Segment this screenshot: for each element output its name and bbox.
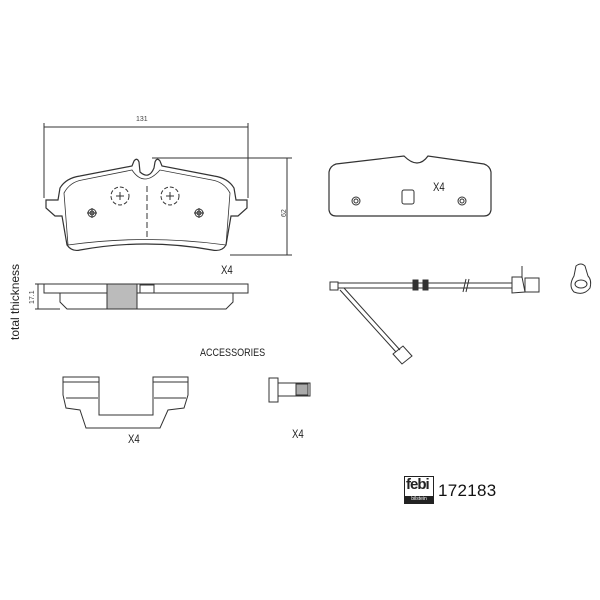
shim-quantity-label: X4 bbox=[433, 180, 445, 194]
width-dimension-label: 131 bbox=[136, 116, 148, 123]
total-thickness-label: total thickness bbox=[8, 263, 22, 340]
clip-accessory bbox=[62, 376, 189, 429]
pad-quantity-label: X4 bbox=[221, 263, 233, 277]
shim-plate-outline bbox=[328, 155, 492, 217]
wear-sensor-connector-small bbox=[329, 281, 339, 291]
height-dimension-label: 62 bbox=[281, 209, 288, 217]
bolt-quantity-label: X4 bbox=[292, 427, 304, 441]
thickness-dimension-label: 17.1 bbox=[29, 290, 36, 304]
brand-logo-bottom: bilstein bbox=[405, 496, 433, 503]
brand-logo: febi bilstein bbox=[404, 476, 434, 504]
brake-pad-front-outline bbox=[45, 158, 248, 252]
brand-logo-top: febi bbox=[406, 476, 430, 493]
bolt-accessory bbox=[268, 377, 279, 403]
part-number: 172183 bbox=[438, 481, 497, 500]
sensor-plug-end-view bbox=[570, 263, 592, 294]
clip-quantity-label: X4 bbox=[128, 432, 140, 446]
wear-sensor-connector-end bbox=[392, 345, 413, 365]
wear-sensor-plug bbox=[511, 276, 526, 294]
accessories-title: ACCESSORIES bbox=[200, 347, 266, 359]
